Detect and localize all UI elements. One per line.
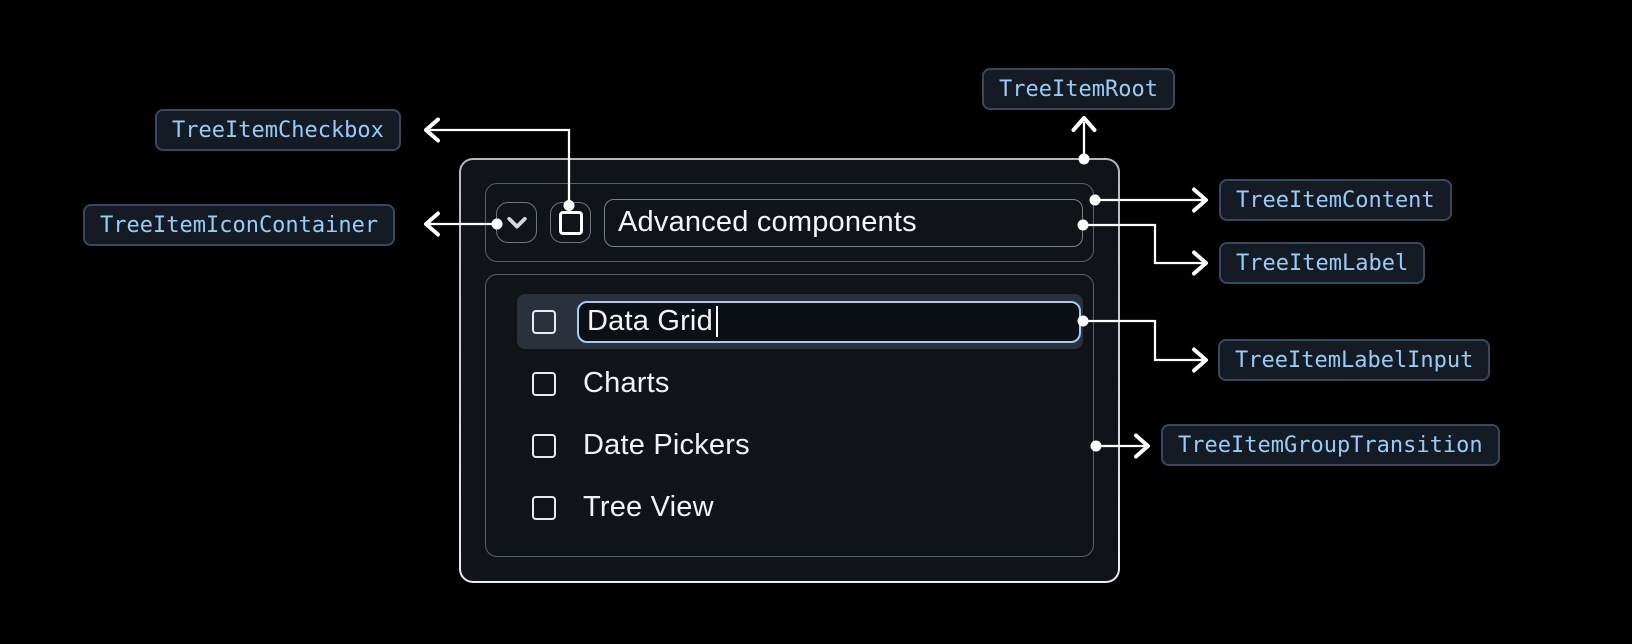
tree-row-label: Charts [583,367,670,399]
tree-item-label-text: Advanced components [618,206,917,238]
tree-item-label: Advanced components [604,198,1083,247]
tree-row-label: Tree View [583,491,714,523]
callout-tree-item-label: TreeItemLabel [1219,242,1426,284]
tree-item-label-input[interactable]: Data Grid [577,300,1081,343]
tree-row[interactable]: Tree View [517,480,1083,535]
callout-tree-item-content: TreeItemContent [1219,179,1452,221]
callout-tree-item-root: TreeItemRoot [982,68,1175,110]
checkbox-unchecked-icon[interactable] [532,371,556,396]
tree-item-group-transition: Data Grid Charts Date Pickers Tree View [485,274,1094,557]
checkbox-unchecked-icon[interactable] [532,433,556,458]
tree-row-editing[interactable]: Data Grid [517,294,1083,349]
checkbox-unchecked-icon[interactable] [532,309,556,334]
tree-row[interactable]: Date Pickers [517,418,1083,473]
callout-tree-item-label-input: TreeItemLabelInput [1218,339,1491,381]
chevron-down-icon [506,216,527,228]
checkbox-unchecked-icon [558,210,583,235]
tree-row[interactable]: Charts [517,356,1083,411]
tree-row-label: Date Pickers [583,429,750,461]
tree-item-content[interactable]: Advanced components [485,183,1094,262]
tree-item-icon-container[interactable] [496,202,537,243]
tree-item-checkbox[interactable] [550,202,591,243]
label-input-value: Data Grid [587,305,713,337]
callout-tree-item-checkbox: TreeItemCheckbox [155,109,401,151]
text-cursor [715,306,719,337]
checkbox-unchecked-icon[interactable] [532,495,556,520]
callout-tree-item-icon-container: TreeItemIconContainer [83,204,396,246]
tree-item-root: Advanced components Data Grid Charts Dat… [459,158,1120,583]
callout-tree-item-group-transition: TreeItemGroupTransition [1161,424,1500,466]
